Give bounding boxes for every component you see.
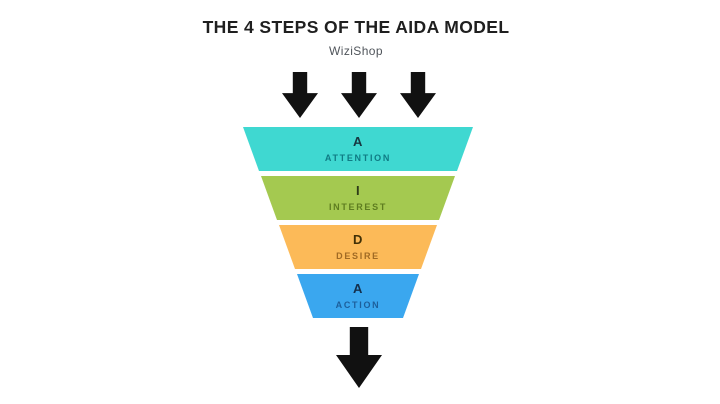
diagram-title: THE 4 STEPS OF THE AIDA MODEL: [202, 17, 510, 37]
step-label: ATTENTION: [324, 153, 392, 163]
down-arrow-icon: [336, 327, 382, 388]
funnel-step-desire: D DESIRE: [279, 225, 437, 269]
step-letter: I: [355, 183, 361, 198]
funnel-step-action: A ACTION: [297, 274, 419, 318]
down-arrow-icon: [341, 72, 377, 118]
step-label: INTEREST: [328, 202, 388, 212]
step-letter: A: [353, 281, 363, 296]
step-label: DESIRE: [336, 251, 380, 261]
step-letter: D: [353, 232, 363, 247]
down-arrow-icon: [400, 72, 436, 118]
step-label: ACTION: [335, 300, 381, 310]
down-arrow-icon: [282, 72, 318, 118]
funnel-step-interest: I INTEREST: [261, 176, 455, 220]
step-letter: A: [353, 134, 363, 149]
diagram-subtitle: WiziShop: [329, 44, 383, 58]
funnel-step-attention: A ATTENTION: [243, 127, 473, 171]
